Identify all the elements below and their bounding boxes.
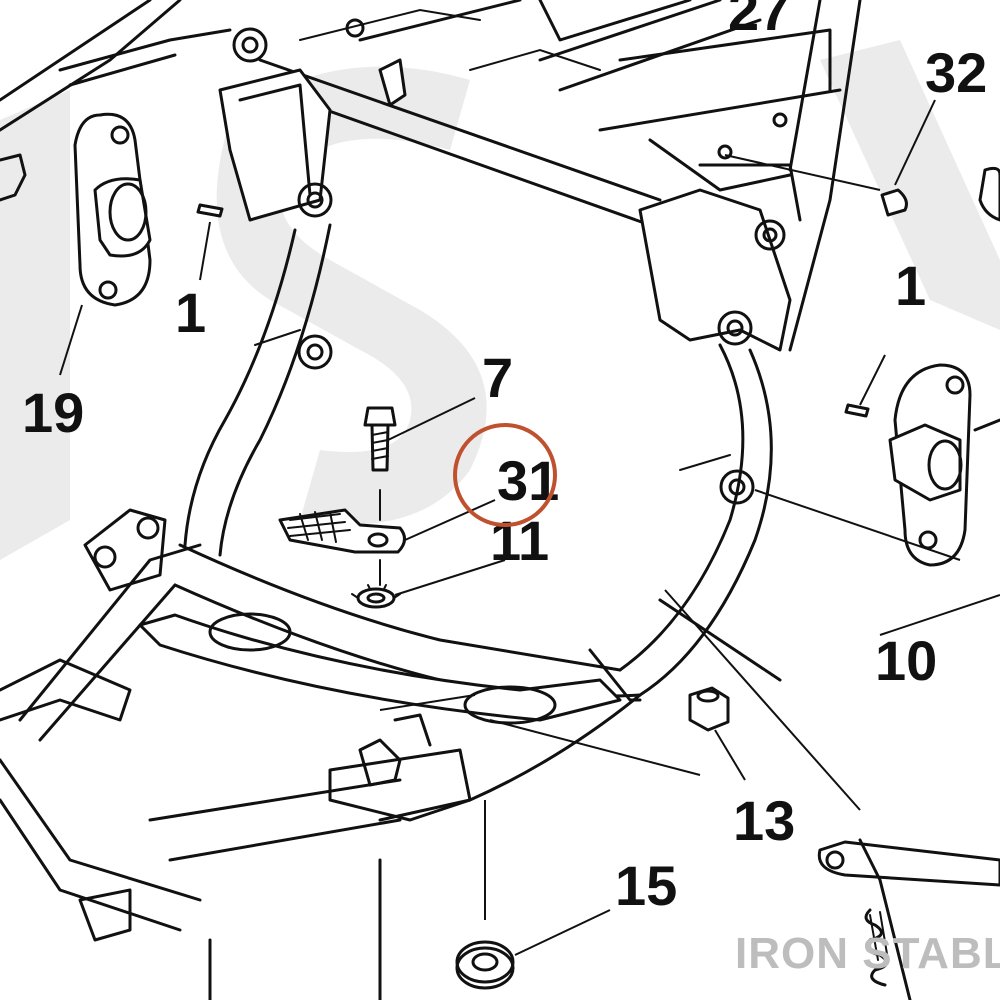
ground-hardware <box>278 406 406 609</box>
highlight-ring <box>453 423 557 527</box>
spring-arm <box>817 838 1000 1000</box>
nut-13 <box>688 686 730 732</box>
leader-lines <box>59 99 1000 956</box>
upper-frame <box>0 0 862 352</box>
callout-13: 13 <box>733 789 795 852</box>
left-bracket <box>218 18 407 222</box>
callout-10: 10 <box>875 629 937 692</box>
right-gusset <box>638 112 792 352</box>
engine-mount-left <box>0 112 224 307</box>
plug-32 <box>880 188 908 217</box>
callout-labels: 27 32 1 1 19 7 31 11 10 13 15 <box>22 0 987 917</box>
callout-11: 11 <box>490 509 549 572</box>
lower-frame <box>0 508 782 1000</box>
callout-27: 27 <box>728 0 790 42</box>
callout-1-right: 1 <box>895 254 926 317</box>
callout-15: 15 <box>615 854 677 917</box>
callout-32: 32 <box>925 41 987 104</box>
engine-mount-right <box>844 166 1000 567</box>
callout-31: 31 <box>497 449 559 512</box>
callout-1-left: 1 <box>175 281 206 344</box>
callout-19: 19 <box>22 381 84 444</box>
down-tubes <box>183 223 773 697</box>
callout-7: 7 <box>482 346 513 409</box>
watermark-brand: IRON STABLE <box>735 929 1000 978</box>
grommet-15 <box>455 940 515 990</box>
